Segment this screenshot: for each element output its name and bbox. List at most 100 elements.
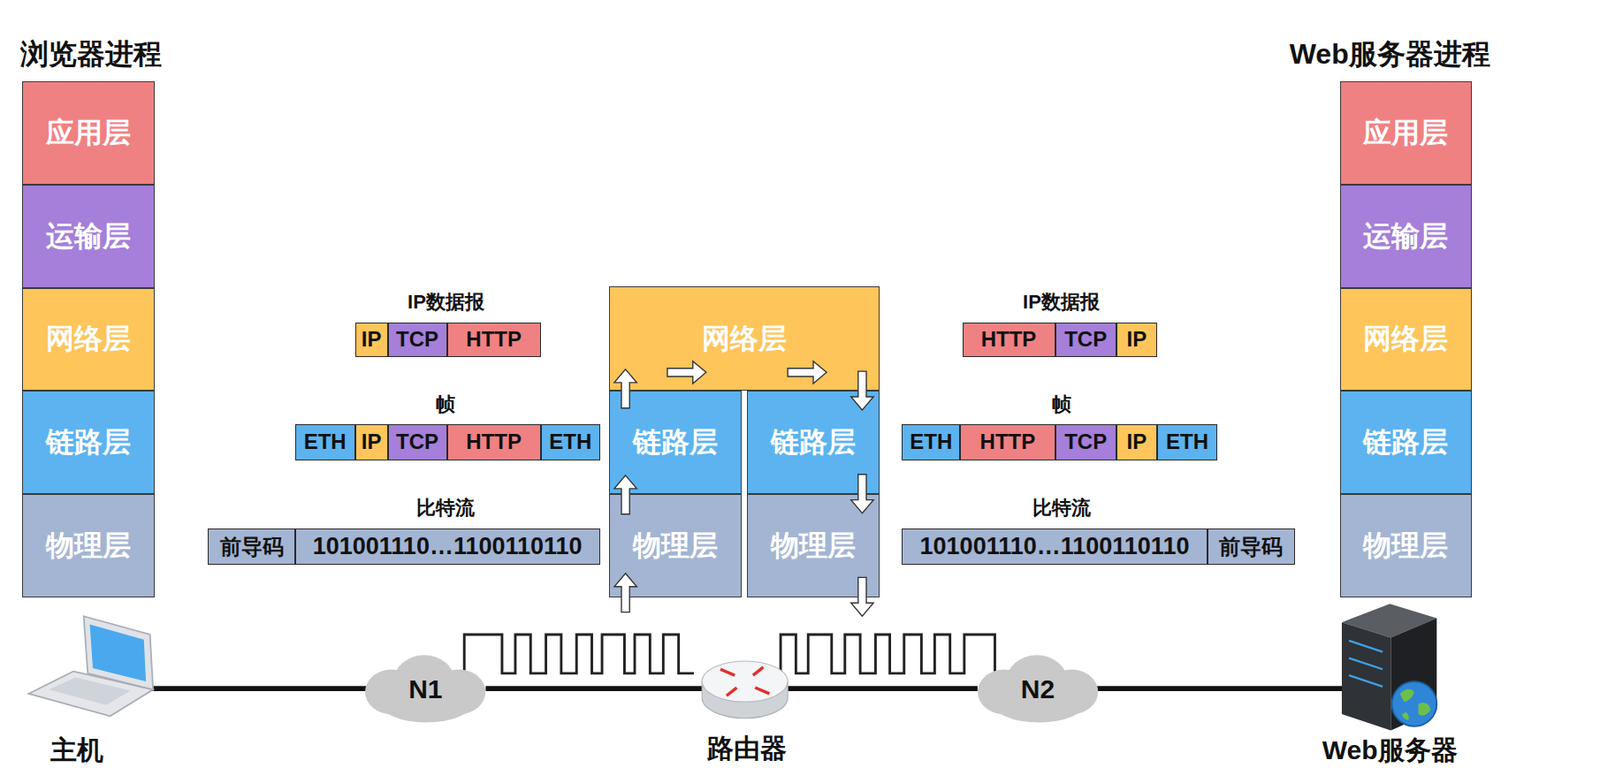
field-box: 101001110…1100110110 bbox=[901, 528, 1207, 566]
layer-name: 链路层 bbox=[45, 426, 131, 458]
field-box: IP bbox=[355, 322, 389, 358]
layer-box: 运输层 bbox=[1340, 184, 1472, 289]
label-text: Web服务器进程 bbox=[1289, 39, 1491, 71]
layer-name: 物理层 bbox=[770, 530, 856, 562]
laptop-screen bbox=[90, 624, 146, 682]
field-box: 前导码 bbox=[1207, 528, 1296, 566]
field-box: ETH bbox=[295, 424, 356, 460]
field-text: HTTP bbox=[465, 327, 522, 351]
field-text: TCP bbox=[1064, 327, 1107, 351]
field-box: ETH bbox=[1157, 424, 1218, 460]
field-text: ETH bbox=[1165, 430, 1209, 454]
layer-box: 网络层 bbox=[1340, 288, 1472, 392]
laptop-icon bbox=[28, 616, 153, 717]
field-text: ETH bbox=[548, 430, 592, 454]
layer-box: 物理层 bbox=[1340, 494, 1472, 599]
network-name: N2 bbox=[1020, 674, 1055, 704]
layer-box: 链路层 bbox=[746, 390, 880, 495]
server-slot bbox=[1348, 675, 1383, 687]
network-name: N1 bbox=[408, 674, 442, 704]
field-text: ETH bbox=[304, 430, 347, 454]
flow-arrow bbox=[614, 573, 637, 613]
layer-name: 链路层 bbox=[632, 426, 718, 458]
layer-box: 网络层 bbox=[22, 288, 155, 392]
field-text: 101001110…1100110110 bbox=[920, 533, 1190, 561]
server-slot bbox=[1348, 658, 1383, 671]
laptop-lid bbox=[83, 616, 153, 690]
server-side bbox=[1390, 618, 1437, 732]
flow-arrow bbox=[851, 474, 874, 514]
router-arrow bbox=[726, 687, 738, 696]
layer-name: 物理层 bbox=[45, 530, 131, 562]
server-slot bbox=[1348, 640, 1383, 653]
field-text: ETH bbox=[909, 430, 953, 454]
cloud: N2 bbox=[977, 653, 1098, 725]
layer-box: 应用层 bbox=[1340, 81, 1472, 185]
layer-name: 物理层 bbox=[632, 530, 718, 562]
layer-name: 运输层 bbox=[45, 220, 131, 252]
field-text: IP bbox=[361, 430, 382, 454]
flow-arrow bbox=[787, 361, 827, 384]
layer-box: 物理层 bbox=[746, 494, 880, 599]
field-box: ETH bbox=[540, 424, 601, 460]
field-text: 前导码 bbox=[220, 535, 284, 559]
field-box: IP bbox=[1116, 322, 1158, 358]
label-text: 帧 bbox=[1051, 394, 1072, 416]
field-text: 前导码 bbox=[1219, 535, 1283, 559]
label-text: 路由器 bbox=[707, 733, 787, 763]
field-text: TCP bbox=[396, 430, 439, 454]
field-box: TCP bbox=[1055, 322, 1117, 358]
field-box: TCP bbox=[388, 322, 448, 358]
layer-box: 应用层 bbox=[22, 81, 155, 185]
layer-name: 链路层 bbox=[770, 426, 856, 458]
layer-name: 运输层 bbox=[1363, 220, 1448, 252]
label-text: 主机 bbox=[50, 735, 104, 765]
flow-arrow bbox=[851, 371, 874, 411]
field-box: TCP bbox=[388, 424, 448, 460]
label-text: IP数据报 bbox=[1022, 291, 1100, 313]
label-text: 比特流 bbox=[1032, 497, 1091, 519]
square-wave bbox=[464, 634, 694, 676]
cloud: N1 bbox=[365, 653, 486, 725]
layer-box: 网络层 bbox=[609, 286, 880, 391]
layer-box: 链路层 bbox=[22, 390, 155, 495]
field-text: HTTP bbox=[981, 327, 1037, 351]
field-box: HTTP bbox=[447, 424, 541, 460]
field-box: HTTP bbox=[962, 322, 1056, 358]
field-box: TCP bbox=[1055, 424, 1117, 460]
globe bbox=[1392, 681, 1438, 727]
router-icon bbox=[701, 661, 788, 719]
square-wave bbox=[780, 634, 1011, 676]
layer-box: 运输层 bbox=[22, 184, 155, 289]
server-front bbox=[1341, 622, 1391, 731]
layer-name: 网络层 bbox=[701, 323, 787, 355]
label-text: 帧 bbox=[435, 394, 456, 416]
layer-name: 应用层 bbox=[1363, 117, 1448, 149]
router-arrow bbox=[753, 667, 764, 676]
layer-box: 链路层 bbox=[609, 390, 742, 495]
field-text: IP bbox=[361, 327, 382, 351]
field-text: HTTP bbox=[980, 430, 1037, 454]
field-text: TCP bbox=[396, 327, 439, 351]
flow-arrow bbox=[614, 475, 637, 515]
field-box: 前导码 bbox=[207, 528, 295, 566]
field-text: IP bbox=[1127, 327, 1148, 351]
field-text: HTTP bbox=[465, 430, 522, 454]
layer-box: 链路层 bbox=[1340, 390, 1472, 495]
field-box: HTTP bbox=[960, 424, 1055, 460]
layer-name: 网络层 bbox=[45, 323, 131, 355]
field-text: IP bbox=[1127, 430, 1148, 454]
label-text: Web服务器 bbox=[1322, 735, 1458, 765]
field-box: IP bbox=[1116, 424, 1158, 460]
router-arrow bbox=[720, 669, 735, 676]
layer-box: 物理层 bbox=[609, 494, 742, 599]
flow-arrow bbox=[851, 577, 874, 617]
server-icon bbox=[1341, 603, 1437, 731]
layer-name: 网络层 bbox=[1363, 323, 1448, 355]
field-box: 101001110…1100110110 bbox=[295, 528, 601, 566]
layer-name: 应用层 bbox=[45, 117, 131, 149]
layer-name: 物理层 bbox=[1363, 530, 1448, 562]
flow-arrow bbox=[614, 369, 637, 409]
field-box: HTTP bbox=[447, 322, 541, 358]
